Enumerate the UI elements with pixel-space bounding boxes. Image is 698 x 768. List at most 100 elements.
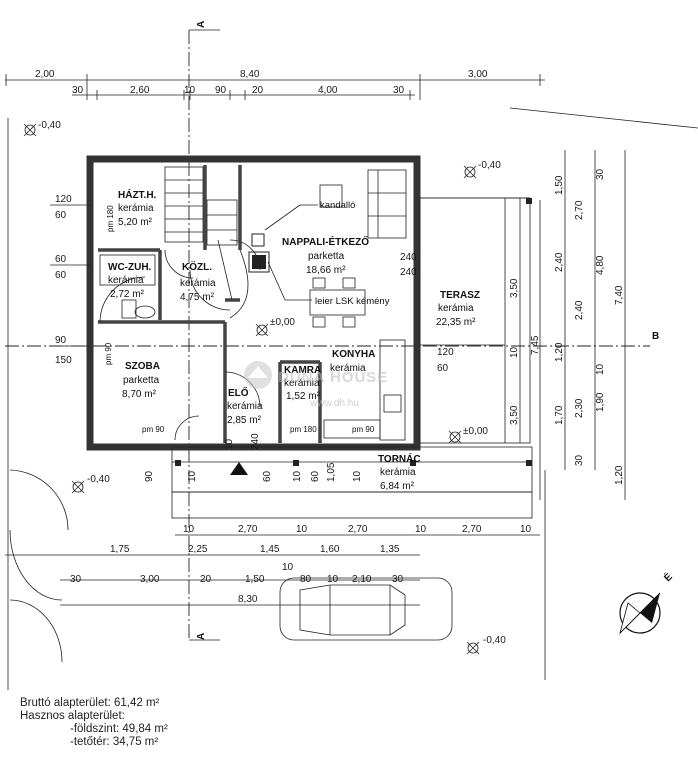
svg-text:1,20: 1,20 [614, 465, 625, 485]
watermark-brand: DUNA HOUSE [278, 369, 388, 386]
room-tornac-name: TORNÁC [378, 452, 421, 465]
svg-text:2,70: 2,70 [462, 524, 482, 535]
summary-hasznos: Hasznos alapterület: [20, 710, 125, 722]
level-markers [23, 123, 480, 655]
svg-text:10: 10 [224, 438, 235, 450]
svg-text:30: 30 [70, 574, 82, 585]
svg-text:10: 10 [509, 346, 520, 358]
gate-arcs [9, 469, 69, 663]
room-szoba-name: SZOBA [125, 361, 160, 372]
svg-text:20: 20 [200, 574, 212, 585]
dim-left-2: 60 [55, 210, 67, 221]
svg-text:1,20: 1,20 [554, 342, 565, 362]
label-pm180-kamra: pm 180 [290, 425, 317, 434]
dims-right-b: 30 4,80 7,40 1,90 1,20 10 [595, 168, 625, 485]
room-elo-floor: kerámia [227, 401, 263, 412]
bath-fixtures [99, 254, 156, 319]
porch-outline [171, 446, 533, 519]
svg-text:30: 30 [595, 168, 606, 180]
dims-porch: 90 10 60 10 60 1,05 10 10 240 [144, 433, 363, 482]
section-mark-b: B [652, 331, 659, 342]
svg-text:2,40: 2,40 [554, 252, 565, 272]
dining-table [309, 277, 366, 328]
level-1: -0,40 [38, 120, 61, 131]
room-wc-name: WC-ZUH. [108, 262, 152, 273]
interior-walls [98, 165, 322, 443]
room-nappali-area: 18,66 m² [306, 265, 346, 276]
dim-top-r2-3: 10 [184, 85, 196, 96]
svg-text:1,50: 1,50 [554, 175, 565, 195]
svg-text:10: 10 [415, 524, 427, 535]
porch-columns [175, 198, 532, 466]
dims-right-c: 3,50 7,45 10 3,50 [509, 278, 541, 425]
svg-text:7,40: 7,40 [614, 285, 625, 305]
entrance-arrow [230, 462, 248, 475]
svg-text:60: 60 [262, 470, 273, 482]
svg-text:1,35: 1,35 [380, 544, 400, 555]
svg-text:60: 60 [310, 470, 321, 482]
svg-text:10: 10 [187, 470, 198, 482]
room-konyha-floor: kerámia [330, 363, 366, 374]
summary-brutto: Bruttó alapterület: 61,42 m² [20, 697, 160, 709]
plot-boundary-right [509, 107, 698, 129]
door-swings [99, 239, 261, 441]
dim-top-3: 3,00 [468, 69, 488, 80]
svg-text:3,00: 3,00 [140, 574, 160, 585]
room-kozl-name: KÖZL. [182, 260, 212, 273]
svg-text:240: 240 [250, 433, 261, 450]
label-kandallo: kandalló [320, 200, 355, 211]
summary-tetoter: -tetőtér: 34,75 m² [70, 736, 159, 748]
svg-text:10: 10 [296, 524, 308, 535]
dim-top-1: 2,00 [35, 69, 55, 80]
room-wc-area: 2,72 m² [110, 289, 145, 300]
svg-text:2,70: 2,70 [238, 524, 258, 535]
dim-left-5: 90 [55, 335, 67, 346]
room-wc-floor: kerámia [108, 275, 144, 286]
svg-text:2,25: 2,25 [188, 544, 208, 555]
room-kamra-floor: kerámia [284, 378, 320, 389]
dim-top-r2-4: 90 [215, 85, 227, 96]
dims-bottom-3: 10 30 3,00 20 1,50 80 10 2,10 30 [70, 562, 404, 585]
summary-foldszint: -földszint: 49,84 m² [70, 723, 168, 735]
svg-text:3,50: 3,50 [509, 278, 520, 298]
svg-text:10: 10 [327, 574, 339, 585]
dims-bottom-2: 1,75 2,25 1,45 1,60 1,35 [110, 544, 400, 555]
room-terasz-area: 22,35 m² [436, 317, 476, 328]
svg-text:2,40: 2,40 [574, 300, 585, 320]
dims-top-ticks [5, 74, 541, 100]
compass-label: É [661, 570, 675, 584]
svg-text:4,80: 4,80 [595, 255, 606, 275]
room-szoba-floor: parketta [123, 375, 160, 386]
label-leier: leier LSK kémény [315, 296, 390, 307]
dim-bottom-total: 8,30 [238, 594, 258, 605]
car-outline [279, 577, 453, 641]
svg-text:2,70: 2,70 [574, 200, 585, 220]
svg-text:1,05: 1,05 [326, 462, 337, 482]
svg-text:10: 10 [183, 524, 195, 535]
area-summary: Bruttó alapterület: 61,42 m² Hasznos ala… [20, 697, 168, 749]
svg-text:90: 90 [144, 470, 155, 482]
dims-bottom-1: 10 2,70 10 2,70 10 2,70 10 [183, 524, 532, 535]
level-4: ±0,00 [463, 426, 488, 437]
dim-top-r2-5: 20 [252, 85, 264, 96]
room-terasz-floor: kerámia [438, 303, 474, 314]
label-pm90-szoba-h: pm 90 [142, 425, 165, 434]
fireplace [248, 233, 270, 273]
dim-top-r2-1: 30 [72, 85, 84, 96]
dim-top-r2-7: 30 [393, 85, 405, 96]
room-szoba-area: 8,70 m² [122, 389, 157, 400]
dim-left-6: 150 [55, 355, 72, 366]
room-hazt-floor: kerámia [118, 203, 154, 214]
room-tornac-floor: kerámia [380, 467, 416, 478]
label-240b: 240 [400, 267, 417, 278]
svg-text:10: 10 [282, 562, 294, 573]
svg-text:1,60: 1,60 [320, 544, 340, 555]
label-240a: 240 [400, 252, 417, 263]
label-60: 60 [437, 363, 449, 374]
svg-text:80: 80 [300, 574, 312, 585]
level-2: -0,40 [478, 160, 501, 171]
staircase [164, 166, 249, 319]
kitchen-counter [323, 339, 406, 441]
room-tornac-area: 6,84 m² [380, 481, 415, 492]
dim-left-4: 60 [55, 270, 67, 281]
